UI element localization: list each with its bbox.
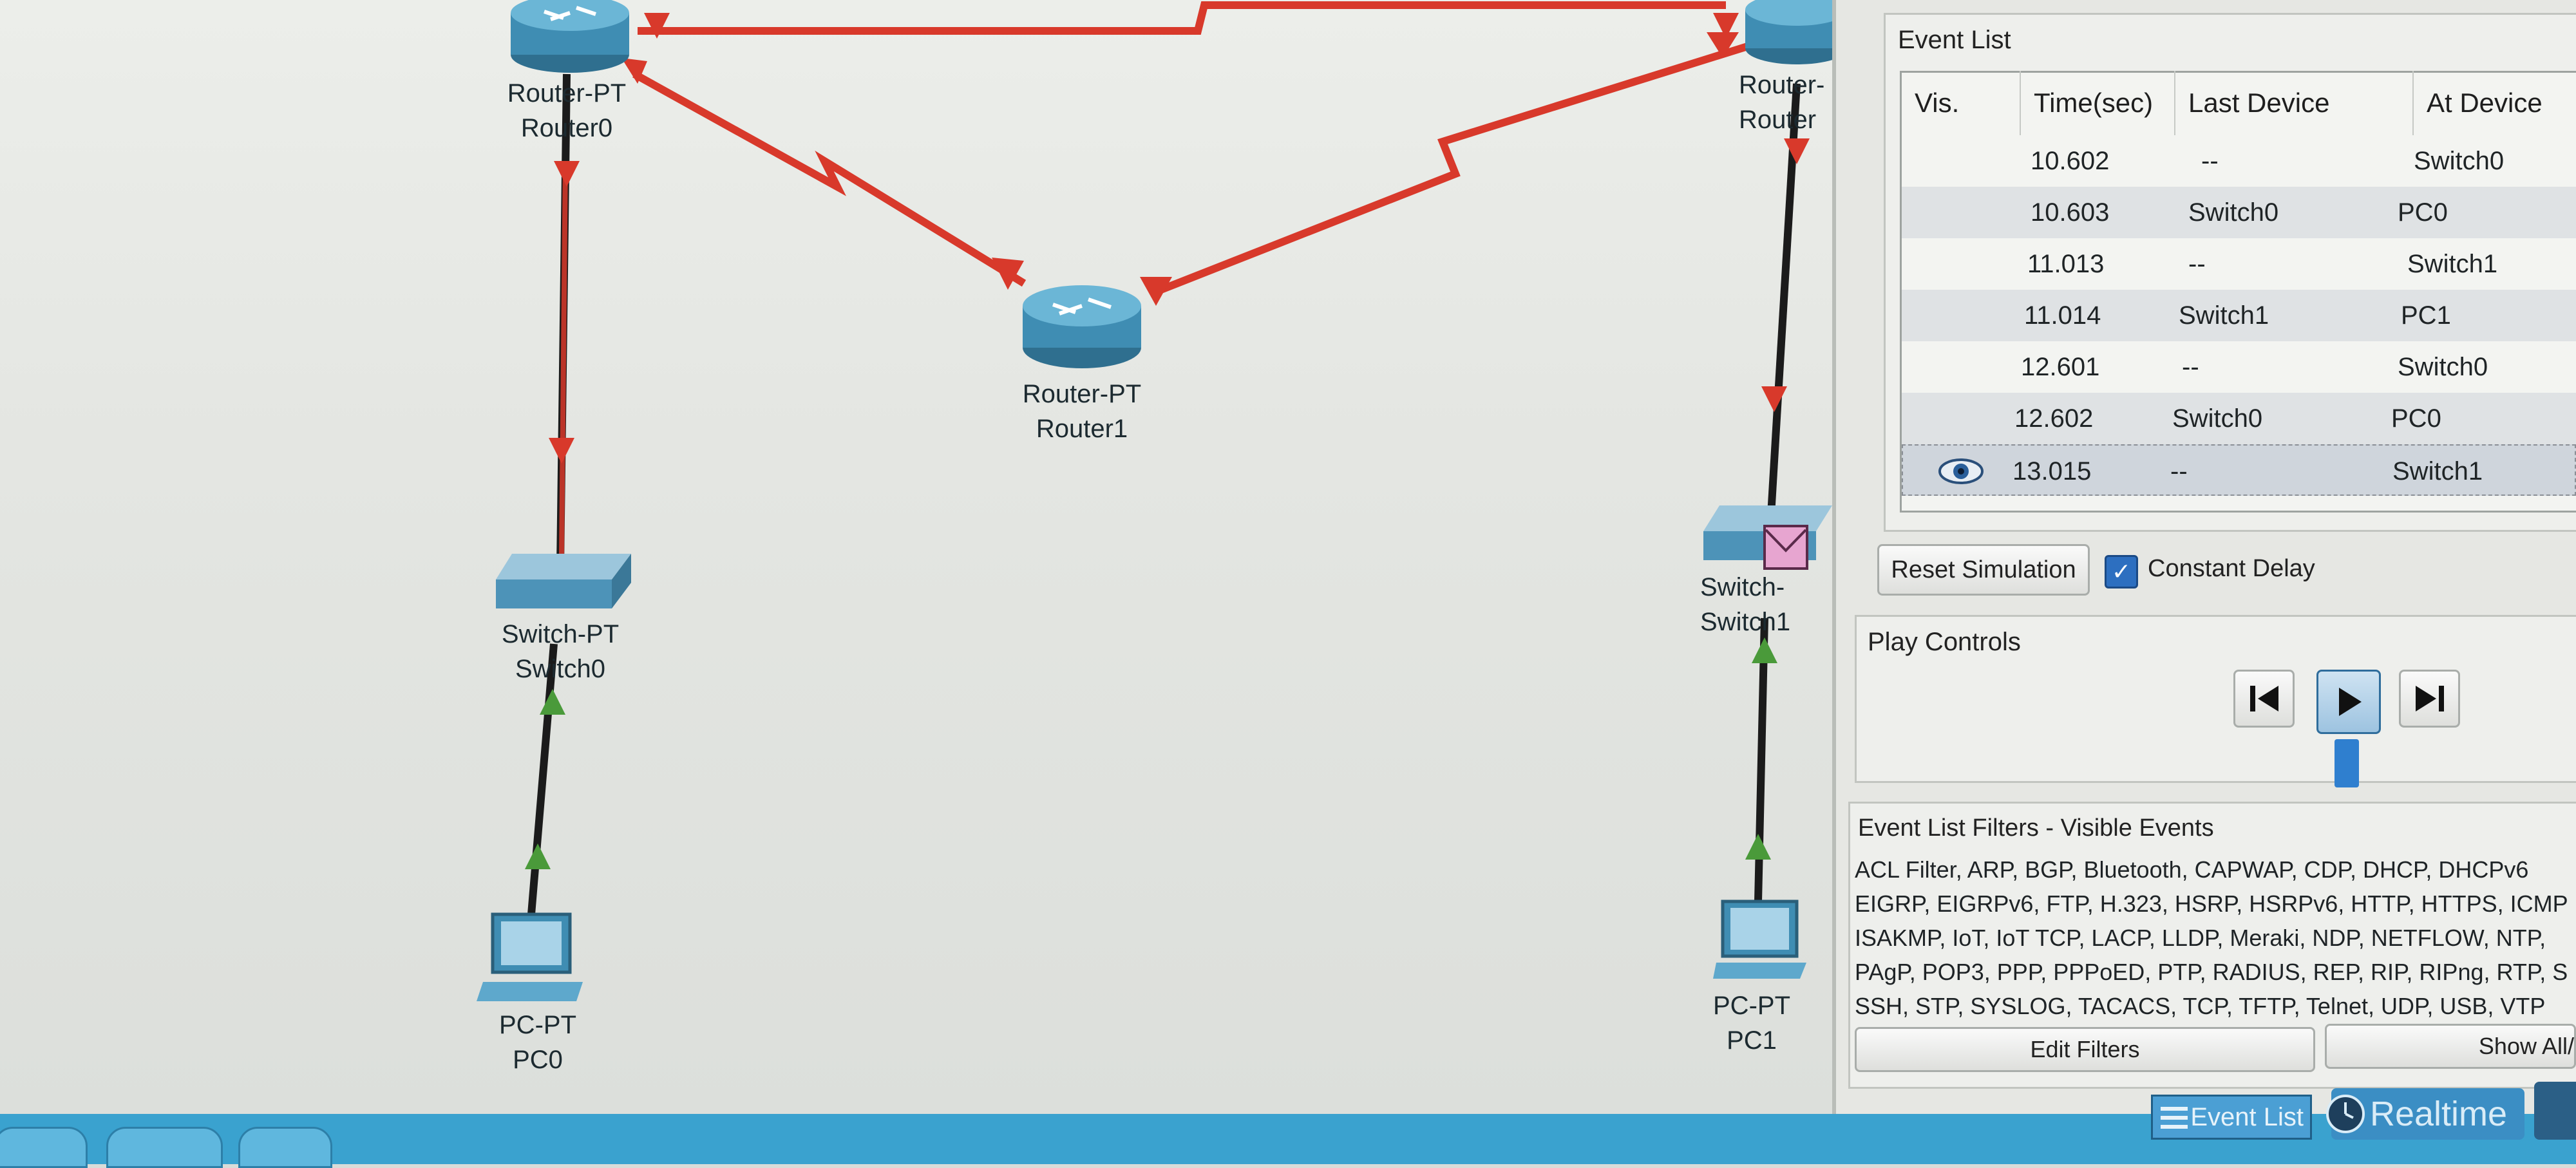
switch-icon[interactable]: [493, 551, 634, 612]
event-last-device: --: [2188, 250, 2206, 278]
serial-link-router1-router[interactable]: [1151, 41, 1753, 297]
show-all-button[interactable]: Show All/: [2325, 1024, 2576, 1069]
bottom-play-button[interactable]: [106, 1127, 223, 1168]
envelope-icon[interactable]: [1763, 525, 1808, 570]
eye-icon[interactable]: [1938, 457, 1984, 485]
reset-simulation-button[interactable]: Reset Simulation: [1877, 544, 2090, 596]
event-at-device: Switch1: [2407, 250, 2498, 278]
filter-line: ACL Filter, ARP, BGP, Bluetooth, CAPWAP,…: [1855, 856, 2529, 883]
event-time: 10.602: [2031, 147, 2110, 175]
event-time: 11.013: [2027, 250, 2105, 278]
filter-line: PAgP, POP3, PPP, PPPoED, PTP, RADIUS, RE…: [1855, 959, 2568, 985]
play-controls-title: Play Controls: [1868, 628, 2021, 656]
event-at-device: Switch0: [2414, 147, 2505, 175]
speed-slider-handle[interactable]: [2334, 739, 2359, 787]
clock-icon: [2326, 1095, 2365, 1133]
column-header-last-device[interactable]: Last Device: [2175, 71, 2414, 135]
realtime-button[interactable]: Realtime: [2326, 1088, 2524, 1140]
event-time: 11.014: [2024, 301, 2101, 330]
event-row[interactable]: 10.603 Switch0 PC0: [1902, 187, 2576, 238]
link-down-segment: [559, 160, 568, 554]
filter-line: EIGRP, EIGRPv6, FTP, H.323, HSRP, HSRPv6…: [1855, 890, 2568, 917]
back-button[interactable]: [2233, 670, 2295, 728]
event-last-device: --: [2201, 147, 2219, 175]
event-last-device: Switch0: [2188, 198, 2279, 227]
event-time: 12.602: [2014, 404, 2094, 433]
back-icon: [2249, 686, 2278, 711]
event-last-device: Switch0: [2172, 404, 2263, 433]
filter-line: ISAKMP, IoT, IoT TCP, LACP, LLDP, Meraki…: [1855, 925, 2546, 951]
column-header-vis[interactable]: Vis.: [1902, 71, 2021, 135]
list-icon: [2161, 1107, 2188, 1129]
event-row[interactable]: 12.602 Switch0 PC0: [1902, 393, 2576, 444]
router-label: Router-Router: [1739, 71, 1825, 134]
event-list-button-label: Event List: [2190, 1102, 2304, 1131]
event-at-device: PC0: [2398, 198, 2448, 227]
topology-canvas: [525, 1, 1810, 915]
event-time: 12.601: [2021, 353, 2100, 381]
event-row[interactable]: 12.601 -- Switch0: [1902, 341, 2576, 393]
forward-icon: [2415, 686, 2444, 711]
event-row[interactable]: 10.602 -- Switch0: [1902, 135, 2576, 187]
column-header-at-device[interactable]: At Device: [2427, 88, 2543, 118]
event-time: 13.015: [2012, 457, 2092, 485]
simulation-mode-button[interactable]: [2534, 1082, 2576, 1140]
event-list-title: Event List: [1898, 26, 2011, 54]
router-icon[interactable]: [506, 0, 634, 74]
event-at-device: PC1: [2401, 301, 2451, 330]
play-button[interactable]: [2316, 670, 2381, 734]
switch1-label: Switch-Switch1: [1700, 573, 1791, 636]
play-icon: [2339, 688, 2362, 716]
event-row[interactable]: 11.013 -- Switch1: [1902, 238, 2576, 290]
bottom-toolbar: [0, 1114, 2576, 1164]
router-icon[interactable]: [1745, 0, 1832, 64]
realtime-label: Realtime: [2370, 1095, 2508, 1133]
serial-link-router0-router[interactable]: [638, 1, 1726, 35]
event-last-device: Switch1: [2179, 301, 2269, 330]
edit-filters-button[interactable]: Edit Filters: [1855, 1027, 2315, 1072]
event-at-device: Switch1: [2392, 457, 2483, 485]
constant-delay-checkbox[interactable]: ✓: [2105, 555, 2138, 589]
constant-delay-label: Constant Delay: [2148, 555, 2315, 582]
pc-icon[interactable]: [1713, 898, 1810, 982]
event-at-device: PC0: [2391, 404, 2441, 433]
event-list-button[interactable]: Event List: [2151, 1095, 2312, 1140]
link-status-markers: [525, 13, 1810, 869]
event-row-selected[interactable]: 13.015 -- Switch1: [1902, 444, 2576, 496]
event-last-device: --: [2170, 457, 2188, 485]
event-row[interactable]: 11.014 Switch1 PC1: [1902, 290, 2576, 341]
pc-icon[interactable]: [477, 911, 589, 1008]
filter-line: SSH, STP, SYSLOG, TACACS, TCP, TFTP, Tel…: [1855, 993, 2546, 1019]
serial-link-router0-router1[interactable]: [632, 70, 1027, 287]
column-header-time[interactable]: Time(sec): [2021, 71, 2175, 135]
bottom-forward-button[interactable]: [238, 1127, 332, 1168]
filters-title: Event List Filters - Visible Events: [1858, 815, 2214, 842]
event-last-device: --: [2182, 353, 2199, 381]
bottom-back-button[interactable]: [0, 1127, 88, 1168]
event-at-device: Switch0: [2398, 353, 2488, 381]
forward-button[interactable]: [2399, 670, 2460, 728]
router-icon[interactable]: [1018, 283, 1146, 370]
ethernet-link-router-switch1[interactable]: [1767, 83, 1801, 516]
event-time: 10.603: [2031, 198, 2110, 227]
